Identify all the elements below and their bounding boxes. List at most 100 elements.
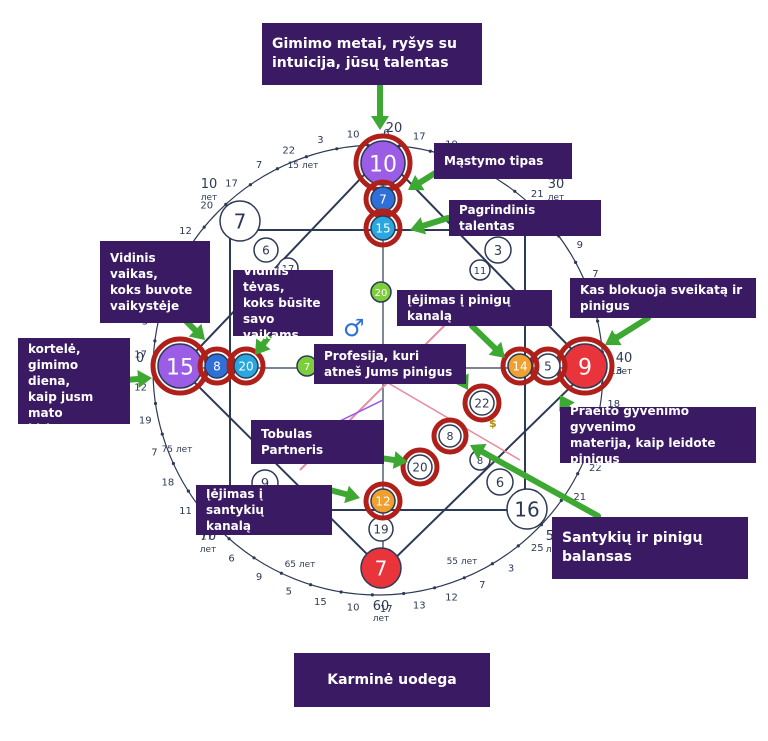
ring-number: 17 [225, 179, 238, 190]
ring-dot [428, 149, 432, 153]
ring-number: 21 [531, 189, 544, 200]
node-value: 20 [412, 461, 427, 475]
node-value: 6 [496, 476, 504, 491]
node-bottom2: 19 [368, 516, 394, 542]
ring-dot [513, 189, 517, 193]
node-value: 15 [166, 355, 194, 380]
label-karmine-uodega: Karminė uodega [294, 653, 490, 707]
ring-number: 3 [317, 135, 323, 146]
ring-number: 7 [151, 447, 157, 458]
ring-number: 13 [610, 366, 623, 377]
age-label: 65 лет [285, 560, 316, 570]
ring-number: 12 [179, 226, 192, 237]
ring-dot [224, 202, 228, 206]
node-right: 9 [555, 336, 615, 396]
node-value: 7 [379, 193, 387, 207]
ring-dot [309, 583, 313, 587]
ring-number: 22 [282, 145, 295, 156]
node-top3: 15 [363, 208, 403, 248]
arrow [470, 443, 601, 519]
ring-dot [402, 591, 406, 596]
ring-dot [171, 461, 175, 466]
age-label: лет [200, 545, 217, 555]
ring-dot [574, 260, 578, 264]
ring-number: 18 [607, 399, 620, 410]
node-bottom3: 12 [363, 481, 403, 521]
ring-number: 17 [413, 132, 426, 143]
ring-number: 7 [592, 269, 598, 280]
ring-number: 6 [228, 554, 234, 565]
node-value: 9 [578, 355, 592, 380]
ring-number: 3 [508, 563, 514, 574]
label-gimimo-metai: Gimimo metai, ryšys su intuicija, jūsų t… [262, 23, 482, 85]
age-label: лет [373, 614, 390, 624]
ring-dot [252, 556, 256, 560]
node-money2: 8 [431, 417, 469, 455]
node-value: 5 [544, 360, 552, 374]
age-label: 10 [201, 177, 218, 192]
node-left3: 20 [226, 346, 266, 386]
age-label: 60 [373, 599, 390, 614]
node-value: 16 [514, 498, 539, 522]
ring-dot [153, 401, 158, 406]
dollar-symbol: $ [489, 417, 497, 430]
arrow [327, 485, 360, 504]
ring-dot [433, 586, 437, 590]
node-value: 20 [238, 360, 253, 374]
node-value: 7 [234, 210, 247, 234]
ring-number: 10 [347, 603, 360, 614]
ring-number: 6 [383, 128, 389, 139]
label-vidinis-vaikas: Vidinis vaikas, koks buvote vaikystėje [100, 241, 210, 323]
ring-number: 9 [256, 572, 262, 583]
ring-dot [186, 489, 190, 493]
node-tr2: 11 [469, 259, 491, 281]
ring-number: 17 [200, 531, 213, 542]
node-value: 12 [375, 495, 390, 509]
ring-dot [596, 319, 600, 323]
label-ejimas-piniga: Įėjimas į pinigų kanalą [397, 290, 552, 326]
node-br: 16 [506, 488, 548, 530]
ring-dot [516, 544, 520, 548]
age-label: 30 [548, 177, 565, 192]
ring-dot [160, 432, 164, 436]
ring-dot [153, 339, 157, 343]
label-ejimas-santykiu: Įėjimas į santykių kanalą [196, 485, 332, 535]
age-label: 0 [136, 351, 144, 366]
node-value: 20 [375, 288, 388, 299]
ring-number: 18 [162, 478, 175, 489]
node-tr: 3 [484, 236, 512, 264]
ring-dot [339, 590, 343, 594]
label-pagrindinis-talentas: Pagrindinis talentas [449, 200, 601, 236]
arrow [255, 332, 273, 355]
node-value: 6 [262, 244, 270, 258]
node-right3: 14 [500, 346, 540, 386]
node-value: 7 [375, 557, 388, 581]
node-value: 10 [369, 152, 397, 177]
age-label: 15 лет [288, 161, 319, 171]
node-value: 8 [477, 456, 483, 467]
ring-number: 15 [314, 597, 327, 608]
label-tobulas-partneris: Tobulas Partneris [251, 420, 384, 464]
label-kas-blokuoja: Kas blokuoja sveikatą ir pinigus [570, 278, 756, 318]
ring-number: 7 [479, 580, 485, 591]
ring-number: 5 [286, 587, 292, 598]
arrow [410, 215, 451, 235]
node-value: 22 [474, 397, 489, 411]
node-partner: 20 [400, 447, 440, 487]
age-label: лет [201, 193, 218, 203]
node-value: 9 [261, 477, 269, 492]
arrow [469, 323, 505, 358]
arrow [605, 315, 651, 346]
node-left2: 8 [197, 346, 237, 386]
age-label: 75 лет [162, 445, 193, 455]
node-bottom: 7 [360, 547, 402, 589]
ring-dot [248, 183, 252, 187]
age-label: 40 [616, 351, 633, 366]
node-tl2: 6 [253, 237, 279, 263]
node-value: 17 [282, 264, 295, 275]
label-mastymo-tipas: Mąstymo tipas [434, 143, 572, 179]
ring-number: 9 [577, 240, 583, 251]
label-praeito-gyvenimo: Praeito gyvenimo gyvenimo materija, kaip… [560, 404, 756, 466]
nodes: 107151582095147191220776173119166822820 [150, 133, 615, 589]
age-label: 20 [386, 121, 403, 136]
